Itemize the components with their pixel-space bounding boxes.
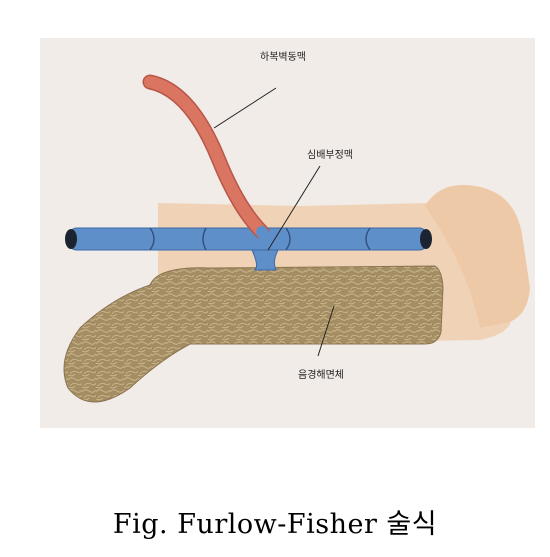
deep-dorsal-vein [65,227,432,271]
corpus-cavernosum [63,265,444,403]
label-dorsal-vein: 심배부정맥 [307,149,353,161]
glans [425,184,530,328]
label-corpus-cavernosum: 음경해면체 [298,368,344,381]
surgical-diagram: 하복벽동맥 심배부정맥 음경해면체 [40,38,535,428]
vein-leader-line [267,165,321,251]
artery-leader-line [213,87,277,129]
cavernosum-leader-line [317,305,335,357]
label-dorsal-artery: 하복벽동맥 [260,50,306,63]
figure-caption: Fig. Furlow-Fisher 술식 [112,509,438,540]
